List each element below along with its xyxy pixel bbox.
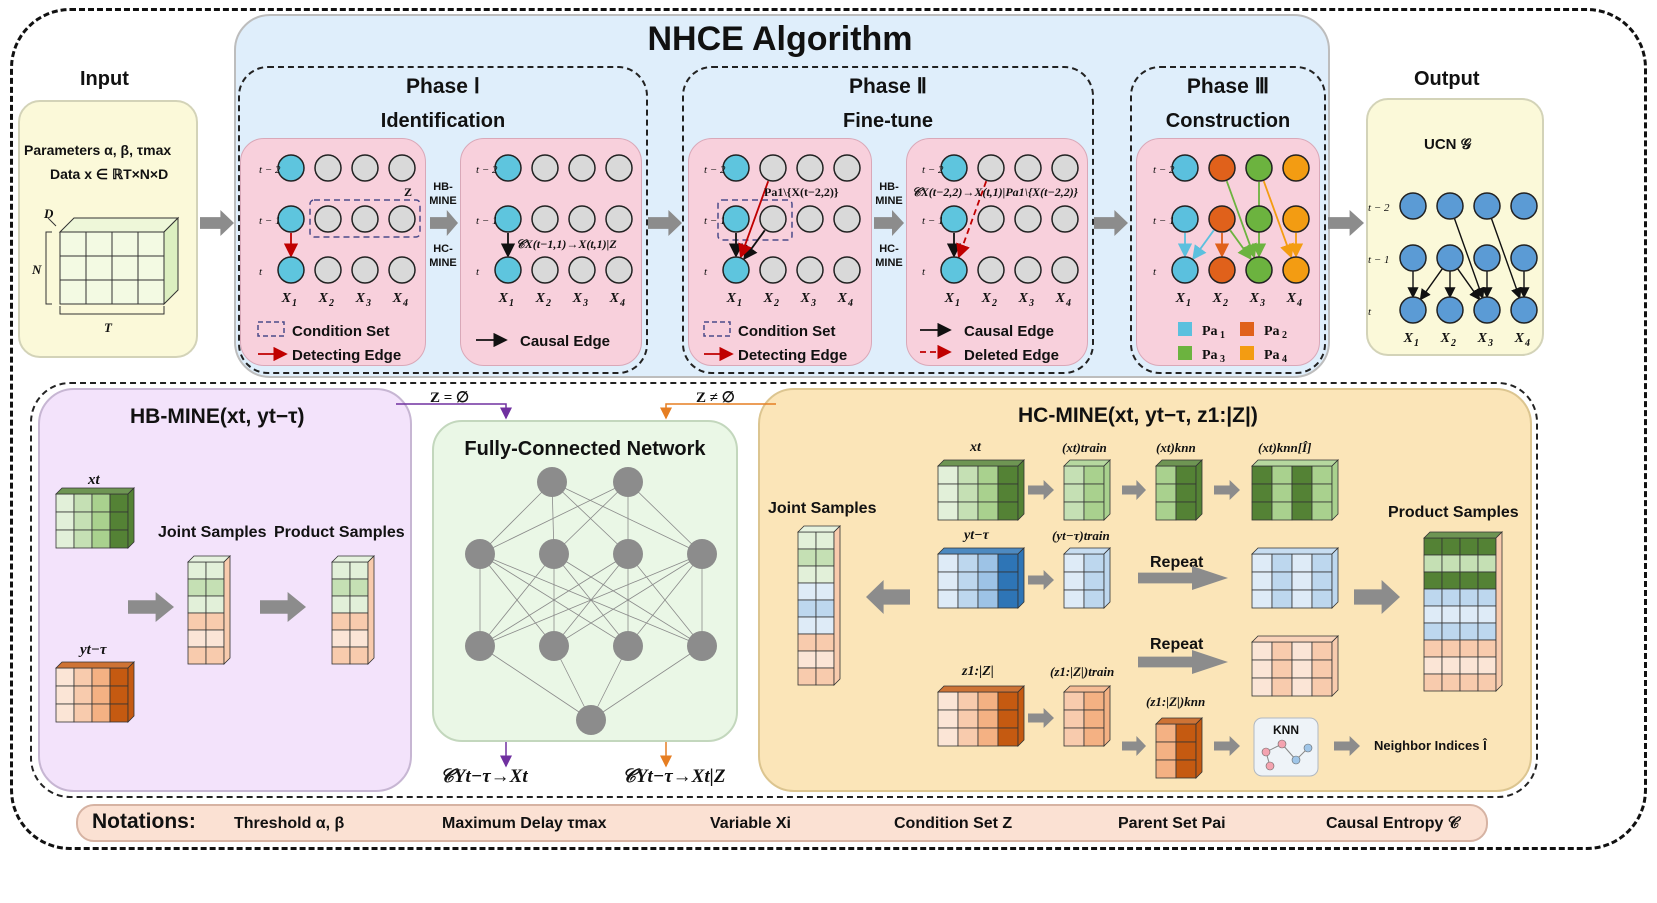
notation-max-delay: Maximum Delay τmax [442, 815, 607, 832]
fcn-output-right: 𝒞Yt−τ→Xt|Z [622, 766, 726, 787]
phase1-detect-panel [240, 138, 426, 366]
phase2-subtitle: Fine-tune [843, 110, 933, 132]
notations-bar [76, 804, 1488, 842]
output-heading: Output [1414, 68, 1480, 90]
lower-frame [30, 382, 1538, 798]
algorithm-title: NHCE Algorithm [647, 20, 913, 58]
hb-joint-label: Joint Samples [158, 524, 267, 541]
hc-z-knn: (z1:|Z|)knn [1146, 694, 1206, 709]
fcn-panel [432, 420, 738, 742]
output-label: UCN 𝒢 [1424, 136, 1472, 153]
hc-y-label: yt−τ [964, 528, 989, 543]
fcn-title: Fully-Connected Network [464, 438, 706, 460]
input-data: Data x ∈ ℝT×N×D [50, 166, 169, 182]
input-heading: Input [80, 68, 129, 90]
phase1-title: Phase Ⅰ [406, 75, 480, 98]
notation-parent-set: Parent Set Pai [1118, 815, 1226, 832]
hc-mine-panel [758, 388, 1532, 792]
fcn-z-nonempty: Z ≠ ∅ [696, 390, 735, 406]
notation-threshold: Threshold α, β [234, 815, 345, 832]
input-panel [18, 100, 198, 358]
hc-x-label: xt [970, 440, 981, 455]
input-params: Parameters α, β, τmax [24, 142, 172, 158]
hc-y-train: (yt−τ)train [1052, 528, 1110, 543]
hb-mine-panel [38, 388, 412, 792]
hc-repeat-1: Repeat [1150, 554, 1204, 571]
hb-x-label: xt [88, 472, 100, 488]
phase2-causal-panel [906, 138, 1088, 366]
hb-y-label: yt−τ [80, 642, 107, 658]
phase1-subtitle: Identification [380, 110, 506, 132]
hc-repeat-2: Repeat [1150, 636, 1204, 653]
hc-joint-label: Joint Samples [768, 500, 877, 517]
phase2-detect-panel [688, 138, 872, 366]
phase3-graph-panel [1136, 138, 1320, 366]
hc-product-label: Product Samples [1388, 504, 1519, 521]
hc-x-knn: (xt)knn [1156, 440, 1196, 455]
fcn-z-empty: Z = ∅ [430, 390, 470, 406]
hc-x-train: (xt)train [1062, 440, 1107, 455]
phase3-title: Phase Ⅲ [1186, 75, 1270, 98]
hc-neighbor-indices: Neighbor Indices Î [1374, 738, 1487, 753]
phase3-frame [1130, 66, 1326, 374]
phase2-frame [682, 66, 1094, 374]
phase2-title: Phase Ⅱ [848, 75, 928, 98]
hc-mine-title: HC-MINE(xt, yt−τ, z1:|Z|) [1018, 404, 1258, 427]
notation-causal-entropy: Causal Entropy 𝒞 [1326, 815, 1460, 832]
notation-variable: Variable Xi [710, 815, 791, 832]
hc-z-label: z1:|Z| [962, 664, 994, 679]
phase1-causal-panel [460, 138, 642, 366]
hb-product-label: Product Samples [274, 524, 405, 541]
phase1-frame [238, 66, 648, 374]
hc-x-knn-i: (xt)knn[Î] [1258, 440, 1312, 455]
phase3-subtitle: Construction [1165, 110, 1291, 132]
outer-frame [10, 8, 1647, 850]
notations-label: Notations: [92, 810, 196, 833]
hc-z-train: (z1:|Z|)train [1050, 664, 1115, 679]
hb-mine-title: HB-MINE(xt, yt−τ) [130, 405, 305, 428]
fcn-output-left: 𝒞Yt−τ→Xt [440, 766, 528, 787]
notation-condition-set: Condition Set Z [894, 815, 1013, 832]
